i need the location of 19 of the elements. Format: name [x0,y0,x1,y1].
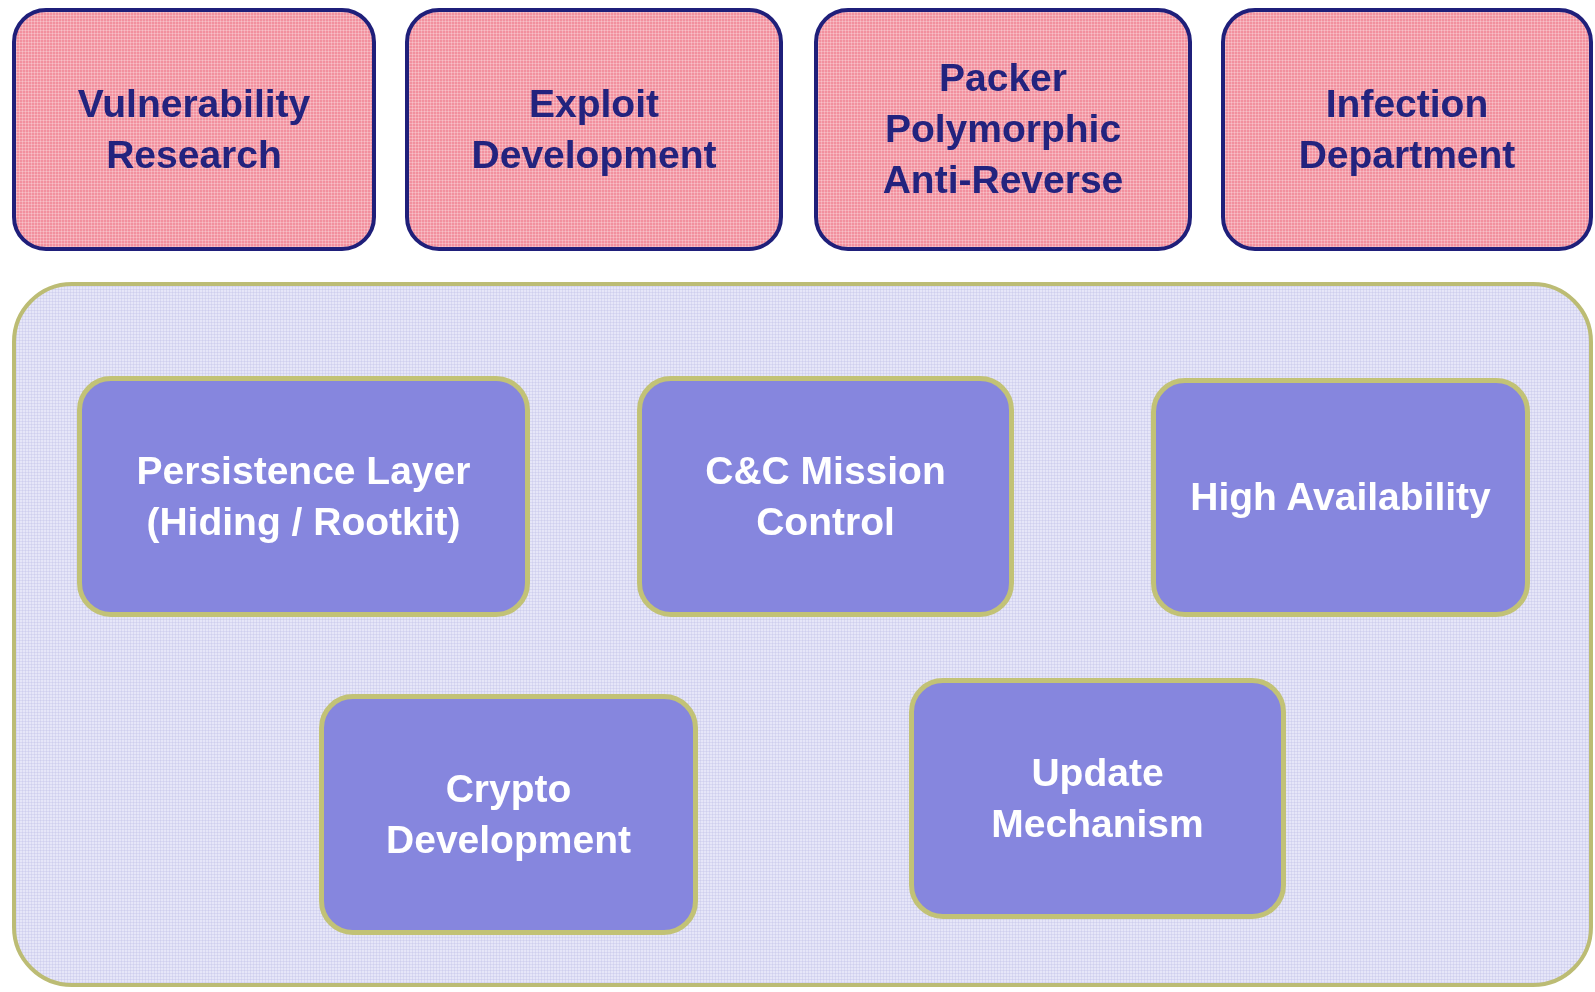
node-label: Update Mechanism [990,749,1205,847]
node-label: Exploit Development [470,80,718,178]
node-label: Vulnerability Research [76,80,312,178]
module-box [77,376,530,617]
module-box [637,376,1014,617]
department-box [1221,8,1593,251]
department-box [405,8,783,251]
department-box [814,8,1192,251]
department-box [12,8,376,251]
node-label: C&C Mission Control [704,447,947,545]
node-label: Packer Polymorphic Anti-Reverse [881,55,1125,203]
module-box [909,678,1286,919]
module-box [1151,378,1530,617]
node-label: Infection Department [1297,80,1517,178]
node-label: Crypto Development [385,765,632,863]
container-panel [12,282,1593,987]
node-label: Persistence Layer (Hiding / Rootkit) [135,447,472,545]
node-label: High Availability [1189,474,1492,521]
module-box [319,694,698,935]
